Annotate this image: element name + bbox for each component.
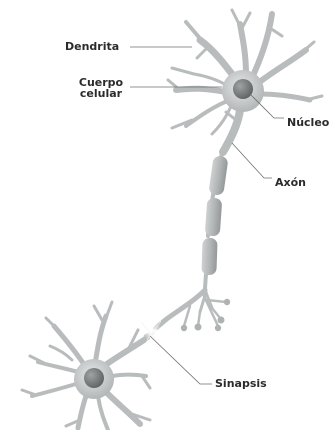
axon-leader	[232, 143, 272, 178]
label-nucleus: Núcleo	[287, 117, 329, 128]
label-axon: Axón	[275, 177, 306, 188]
label-dendrite: Dendrita	[65, 41, 119, 52]
synapse-leader	[150, 336, 212, 384]
upper-cell-body	[222, 70, 264, 112]
label-cell-body: Cuerpo celular	[75, 77, 127, 99]
lower-cell-body	[74, 359, 114, 399]
upper-nucleus	[233, 79, 253, 99]
label-synapse: Sinapsis	[215, 378, 267, 389]
lower-nucleus	[84, 368, 104, 388]
myelin-sheaths	[201, 155, 228, 275]
label-cell-body-line2: celular	[75, 88, 127, 99]
